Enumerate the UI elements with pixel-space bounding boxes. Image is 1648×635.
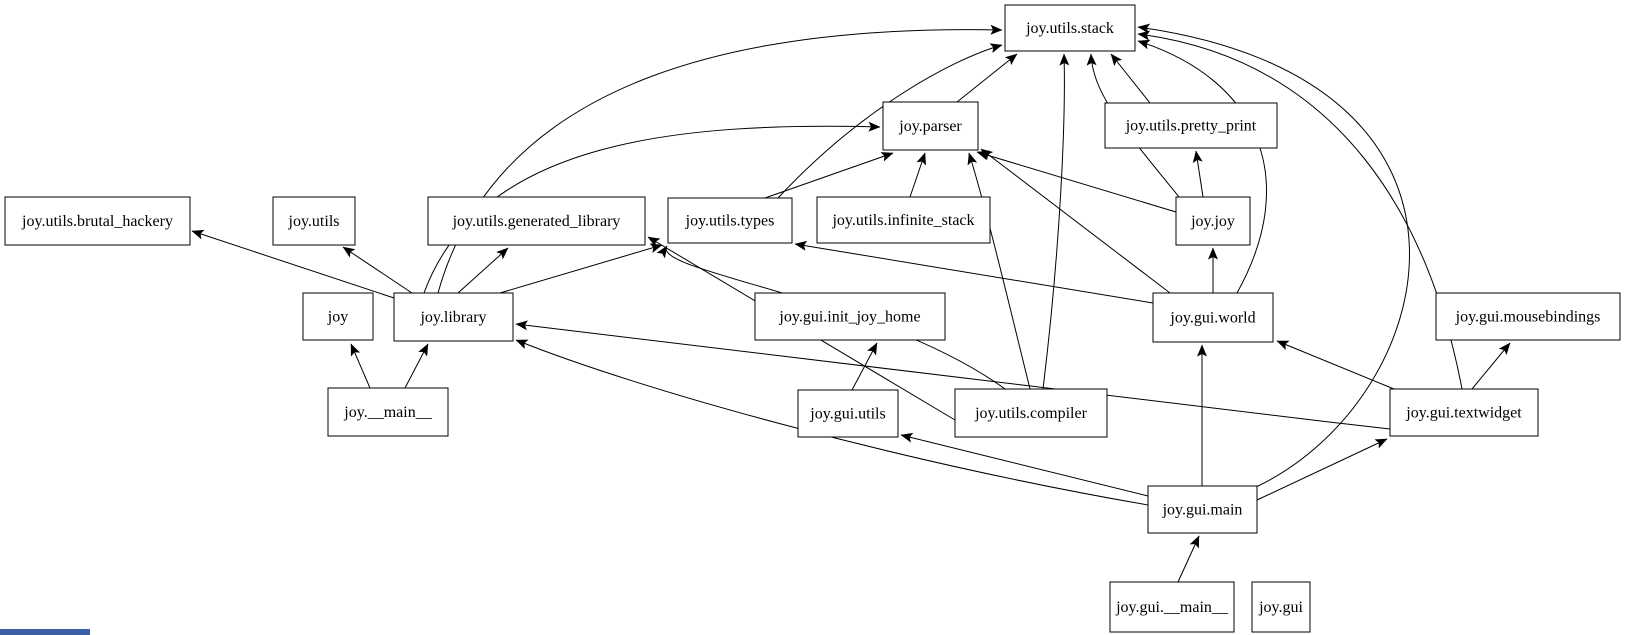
edge-joy_main-to-library bbox=[404, 343, 429, 389]
edge-gui_main-to-library bbox=[515, 339, 1149, 506]
edge-types-to-stack bbox=[777, 43, 1003, 199]
node-label-joy_main: joy.__main__ bbox=[343, 404, 432, 421]
node-box-init_joy_home bbox=[754, 292, 946, 341]
edge-pretty_print-to-stack bbox=[1110, 53, 1151, 104]
node-label-library: joy.library bbox=[419, 309, 486, 326]
node-box-stack bbox=[1004, 4, 1136, 52]
node-textwidget: joy.gui.textwidget bbox=[1389, 388, 1539, 437]
edge-world-to-parser bbox=[980, 148, 1171, 294]
node-label-joy: joy bbox=[327, 309, 348, 326]
node-box-gui_utils bbox=[797, 389, 899, 438]
node-label-gui_main: joy.gui.main bbox=[1162, 502, 1243, 519]
node-parser: joy.parser bbox=[882, 101, 979, 151]
edge-textwidget-to-world bbox=[1276, 340, 1395, 390]
node-compiler: joy.utils.compiler bbox=[954, 388, 1108, 438]
node-box-world bbox=[1152, 292, 1274, 343]
edge-textwidget-to-mousebindings bbox=[1471, 342, 1511, 390]
node-init_joy_home: joy.gui.init_joy_home bbox=[754, 292, 946, 341]
node-box-joy bbox=[302, 292, 374, 341]
node-gui_main_main: joy.gui.__main__ bbox=[1109, 581, 1235, 633]
node-label-compiler: joy.utils.compiler bbox=[974, 405, 1088, 422]
edge-compiler-to-stack bbox=[1042, 53, 1070, 390]
node-box-joy_joy bbox=[1175, 196, 1251, 246]
node-gui_main: joy.gui.main bbox=[1147, 485, 1258, 534]
edge-library-to-utils bbox=[342, 246, 413, 294]
node-label-gui_main_main: joy.gui.__main__ bbox=[1115, 599, 1229, 616]
node-label-infinite_stack: joy.utils.infinite_stack bbox=[831, 212, 974, 229]
node-box-library bbox=[393, 292, 514, 342]
node-world: joy.gui.world bbox=[1152, 292, 1274, 343]
edge-library-to-brutal_hackery bbox=[191, 229, 395, 299]
node-label-types: joy.utils.types bbox=[685, 213, 775, 230]
node-label-utils: joy.utils bbox=[288, 213, 340, 230]
node-utils: joy.utils bbox=[272, 196, 356, 246]
node-box-joy_main bbox=[327, 387, 449, 437]
node-box-utils bbox=[272, 196, 356, 246]
node-stack: joy.utils.stack bbox=[1004, 4, 1136, 52]
node-box-types bbox=[667, 197, 793, 244]
node-box-gui_main bbox=[1147, 485, 1258, 534]
node-label-mousebindings: joy.gui.mousebindings bbox=[1455, 309, 1601, 326]
node-label-world: joy.gui.world bbox=[1169, 310, 1255, 327]
edge-gui_main-to-textwidget bbox=[1256, 438, 1388, 501]
node-box-generated_library bbox=[427, 196, 646, 246]
node-label-pretty_print: joy.utils.pretty_print bbox=[1125, 118, 1257, 135]
edge-joy_main-to-joy bbox=[350, 343, 371, 389]
edge-joy_joy-to-pretty_print bbox=[1192, 150, 1204, 198]
node-infinite_stack: joy.utils.infinite_stack bbox=[816, 196, 991, 244]
node-label-textwidget: joy.gui.textwidget bbox=[1405, 405, 1522, 422]
node-label-gui_utils: joy.gui.utils bbox=[809, 406, 885, 423]
node-box-parser bbox=[882, 101, 979, 151]
node-label-generated_library: joy.utils.generated_library bbox=[452, 213, 621, 230]
edge-types-to-parser bbox=[764, 152, 894, 199]
edge-joy_joy-to-parser bbox=[976, 150, 1177, 213]
edge-parser-to-stack bbox=[956, 53, 1018, 103]
edge-textwidget-to-library bbox=[515, 320, 1391, 430]
node-label-parser: joy.parser bbox=[898, 118, 962, 135]
node-box-brutal_hackery bbox=[4, 196, 191, 246]
node-joy: joy bbox=[302, 292, 374, 341]
node-brutal_hackery: joy.utils.brutal_hackery bbox=[4, 196, 191, 246]
node-box-textwidget bbox=[1389, 388, 1539, 437]
node-box-compiler bbox=[954, 388, 1108, 438]
node-box-pretty_print bbox=[1104, 102, 1278, 149]
node-joy_main: joy.__main__ bbox=[327, 387, 449, 437]
node-pretty_print: joy.utils.pretty_print bbox=[1104, 102, 1278, 149]
node-label-joy_joy: joy.joy bbox=[1190, 213, 1235, 230]
edge-library-to-stack bbox=[437, 24, 1003, 294]
edge-infinite_stack-to-parser bbox=[909, 152, 927, 198]
edge-gui_main_main-to-gui_main bbox=[1177, 535, 1200, 583]
node-label-init_joy_home: joy.gui.init_joy_home bbox=[778, 309, 920, 326]
node-gui_utils: joy.gui.utils bbox=[797, 389, 899, 438]
edge-world-to-types bbox=[794, 240, 1154, 304]
node-label-gui: joy.gui bbox=[1258, 599, 1303, 616]
node-box-infinite_stack bbox=[816, 196, 991, 244]
edge-compiler-to-parser bbox=[967, 152, 1031, 390]
node-gui: joy.gui bbox=[1251, 581, 1311, 633]
edge-world-to-stack bbox=[1137, 39, 1267, 294]
node-mousebindings: joy.gui.mousebindings bbox=[1435, 292, 1621, 341]
node-joy_joy: joy.joy bbox=[1175, 196, 1251, 246]
node-label-brutal_hackery: joy.utils.brutal_hackery bbox=[21, 213, 173, 230]
edge-library-to-types bbox=[499, 243, 663, 294]
node-generated_library: joy.utils.generated_library bbox=[427, 196, 646, 246]
node-box-gui bbox=[1251, 581, 1311, 633]
edge-gui_main-to-stack bbox=[1137, 23, 1410, 488]
edge-gui_utils-to-init_joy_home bbox=[851, 342, 878, 391]
node-label-stack: joy.utils.stack bbox=[1025, 20, 1114, 37]
bottom-left-blue-artifact bbox=[0, 629, 90, 635]
edge-gui_main-to-gui_utils bbox=[900, 432, 1149, 497]
node-box-gui_main_main bbox=[1109, 581, 1235, 633]
node-types: joy.utils.types bbox=[667, 197, 793, 244]
node-box-mousebindings bbox=[1435, 292, 1621, 341]
node-library: joy.library bbox=[393, 292, 514, 342]
edge-library-to-generated_library bbox=[457, 247, 509, 294]
